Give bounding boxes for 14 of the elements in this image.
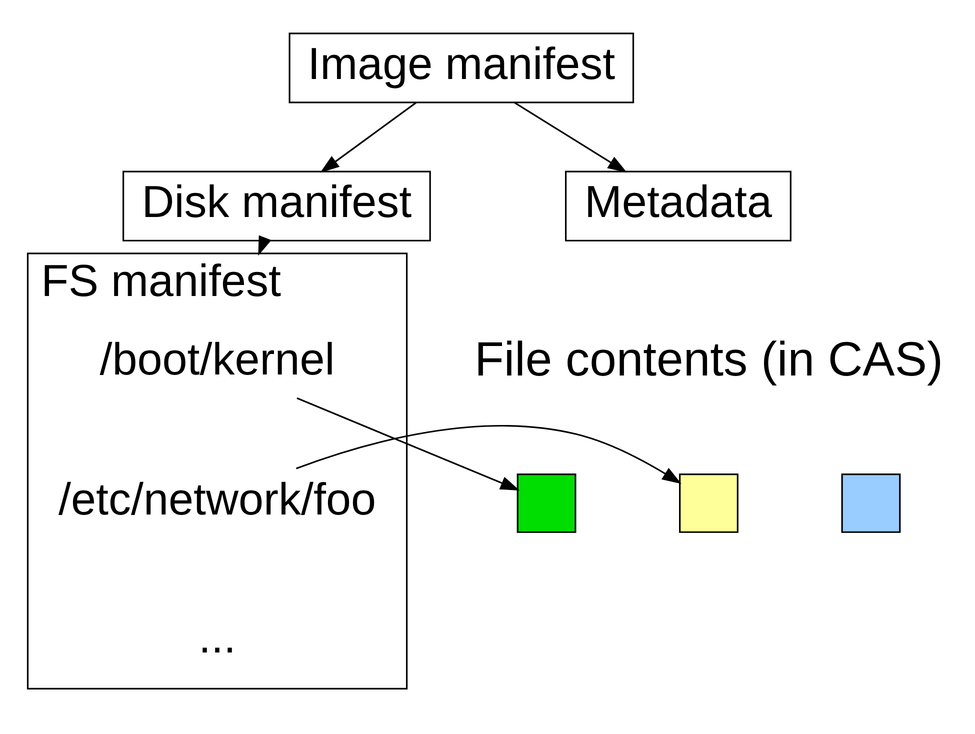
arrow (296, 424, 682, 484)
node-box: Image manifest (288, 32, 634, 103)
node-box (841, 473, 901, 532)
node-box: Metadata (565, 170, 792, 241)
node-text: /boot/kernel (100, 333, 335, 384)
node-text: ... (198, 610, 236, 662)
node-box (516, 473, 576, 532)
arrow (258, 234, 272, 256)
arrow (514, 101, 628, 172)
label: File contents (in CAS) (474, 332, 943, 386)
node-box (679, 473, 738, 532)
node-text: /etc/network/foo (58, 472, 376, 524)
arrow (320, 101, 417, 172)
arrow (296, 396, 520, 490)
